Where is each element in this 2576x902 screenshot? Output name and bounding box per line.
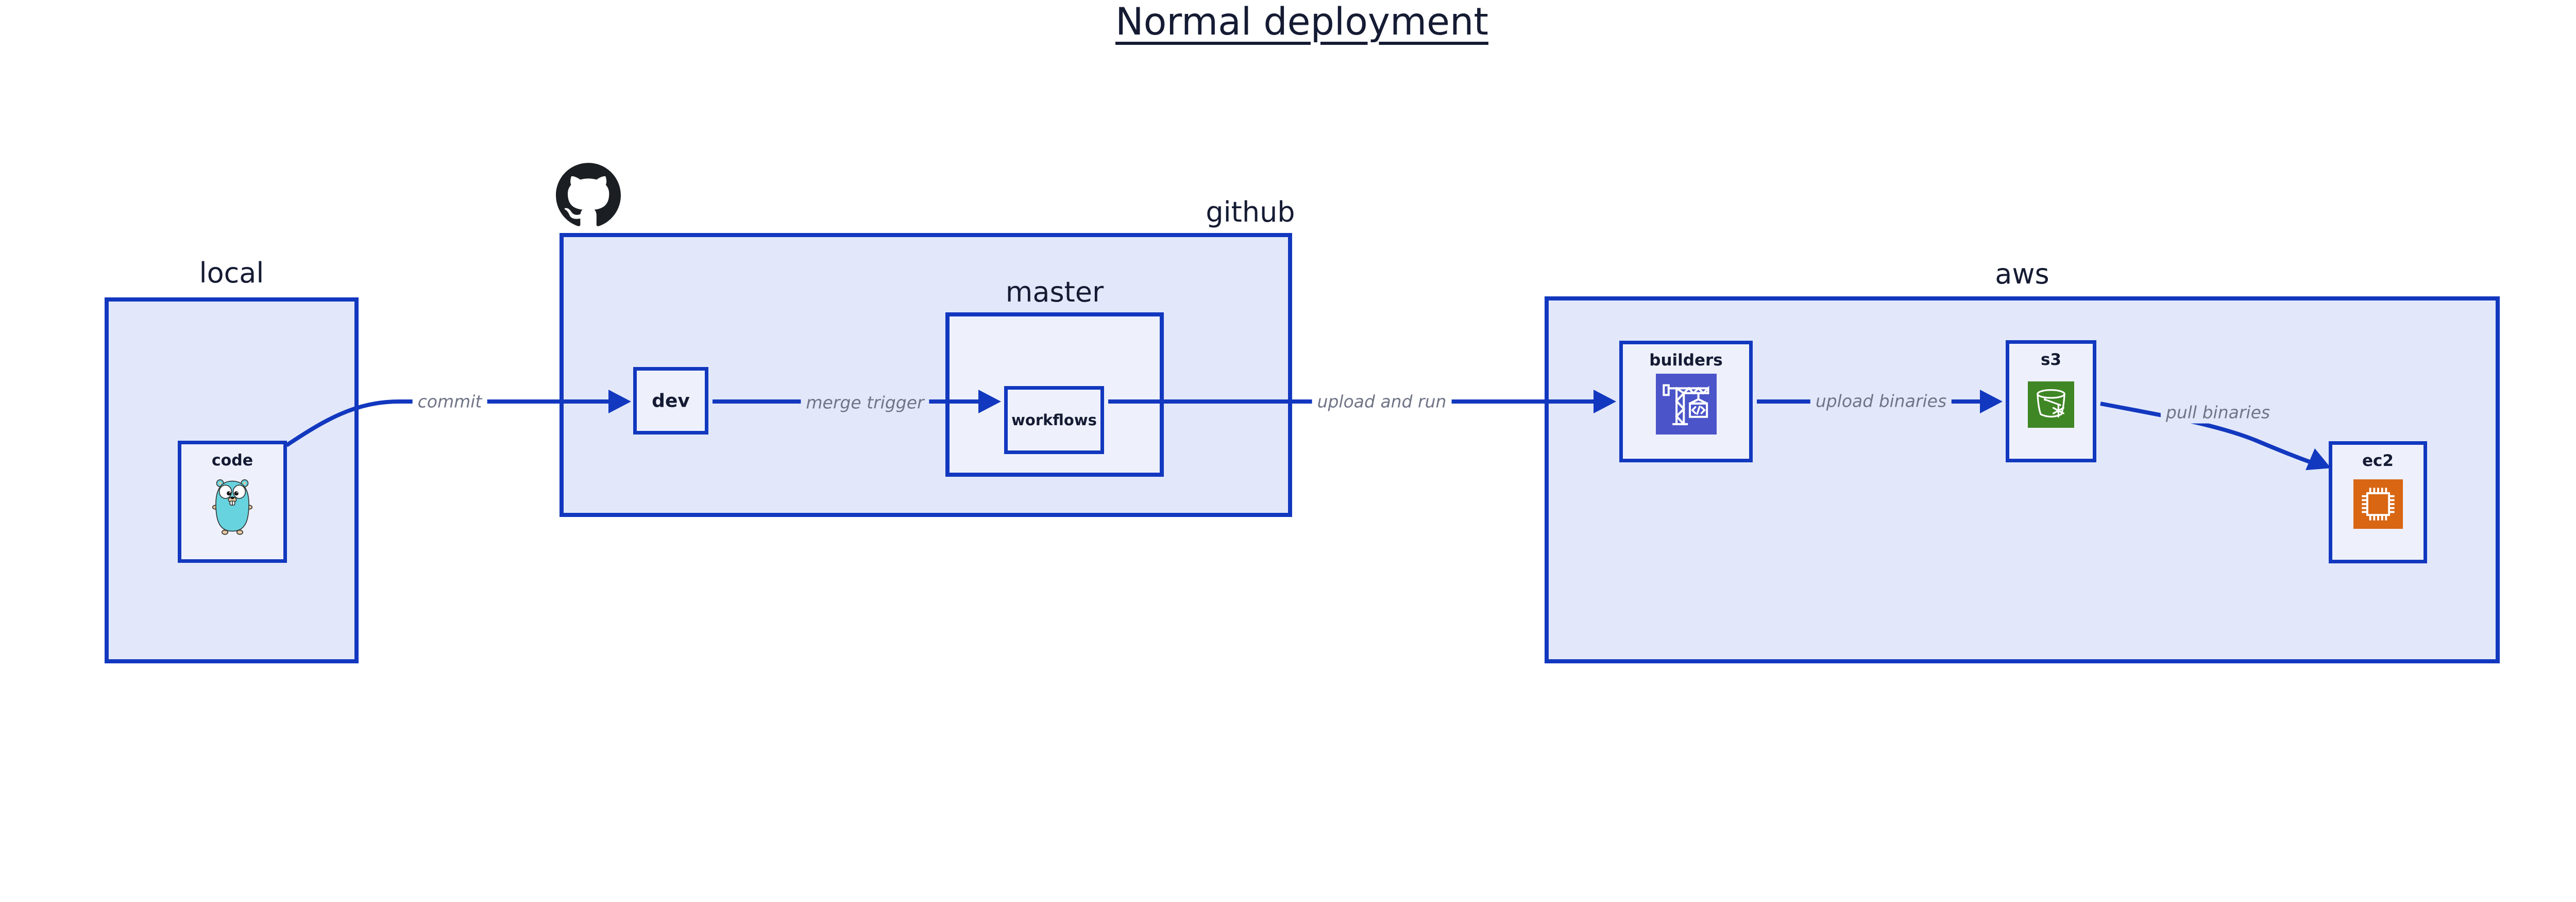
ec2-chip-icon <box>2353 479 2403 529</box>
node-dev: dev <box>633 367 708 435</box>
edge-merge-trigger-label: merge trigger <box>801 391 929 414</box>
node-dev-label: dev <box>652 390 690 411</box>
diagram-title: Normal deployment <box>1115 0 1488 44</box>
node-ec2: ec2 <box>2329 441 2427 563</box>
node-code-label: code <box>211 452 253 470</box>
node-s3-label: s3 <box>2040 350 2062 369</box>
node-builders-label: builders <box>1649 351 1723 370</box>
node-workflows-label: workflows <box>1011 411 1097 429</box>
node-code: code <box>178 441 287 563</box>
node-workflows: workflows <box>1004 386 1104 454</box>
github-group-label: github <box>1206 196 1295 228</box>
aws-group-label: aws <box>1995 258 2049 290</box>
master-group-label: master <box>1005 276 1104 308</box>
edge-pull-binaries-label: pull binaries <box>2160 401 2276 424</box>
edge-upload-and-run-label: upload and run <box>1312 390 1452 413</box>
edge-commit-label: commit <box>412 390 487 413</box>
node-builders: builders <box>1619 341 1753 462</box>
go-gopher-icon <box>212 479 253 535</box>
github-octocat-icon <box>556 163 621 226</box>
node-s3: s3 <box>2006 340 2096 462</box>
edge-upload-binaries-label: upload binaries <box>1810 390 1952 412</box>
codebuild-crane-icon <box>1655 374 1717 435</box>
node-ec2-label: ec2 <box>2362 452 2394 470</box>
s3-bucket-icon <box>2028 381 2074 428</box>
local-group-label: local <box>199 257 264 289</box>
